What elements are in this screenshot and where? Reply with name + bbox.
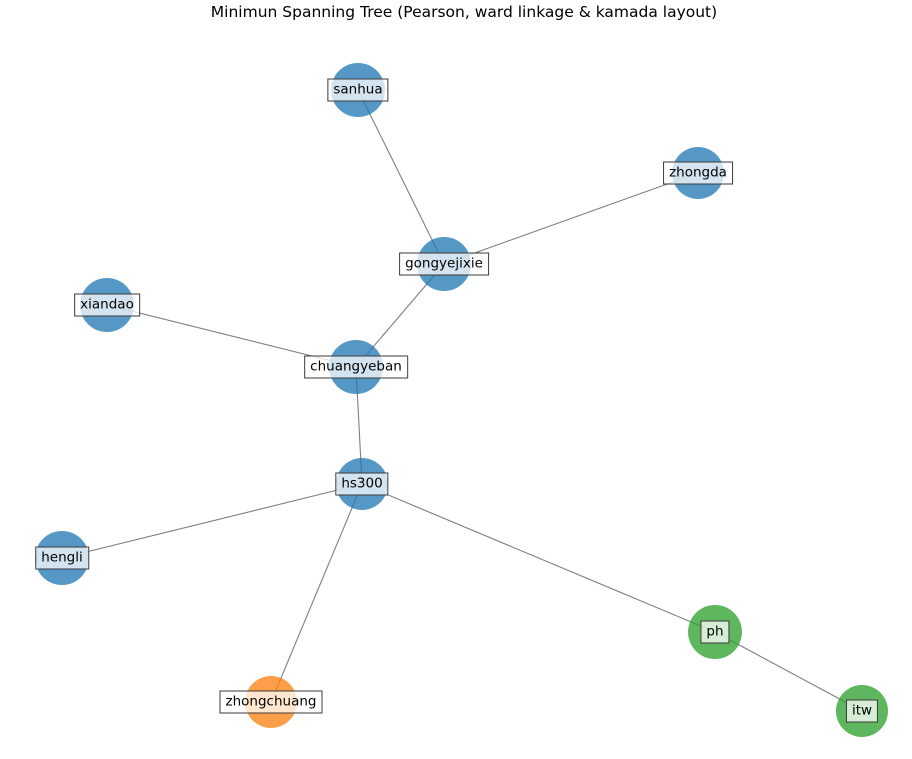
node-label-zhongchuang: zhongchuang: [219, 690, 323, 714]
chart-title: Minimun Spanning Tree (Pearson, ward lin…: [210, 3, 718, 21]
node-label-sanhua: sanhua: [327, 78, 389, 102]
node-label-xiandao: xiandao: [74, 293, 140, 317]
edge-hs300-zhongchuang: [270, 483, 363, 703]
node-label-ph: ph: [700, 620, 730, 644]
edge-hs300-hengli: [61, 483, 363, 559]
edge-ph-itw: [714, 631, 863, 712]
node-label-chuangyeban: chuangyeban: [304, 355, 408, 379]
node-label-hengli: hengli: [35, 546, 89, 570]
node-label-hs300: hs300: [335, 472, 389, 496]
node-label-gongyejixie: gongyejixie: [399, 252, 489, 276]
edge-hs300-ph: [361, 483, 716, 633]
node-label-itw: itw: [845, 699, 879, 723]
edge-sanhua-gongyejixie: [357, 89, 445, 265]
node-label-zhongda: zhongda: [663, 161, 733, 185]
edge-zhongda-gongyejixie: [443, 172, 699, 265]
